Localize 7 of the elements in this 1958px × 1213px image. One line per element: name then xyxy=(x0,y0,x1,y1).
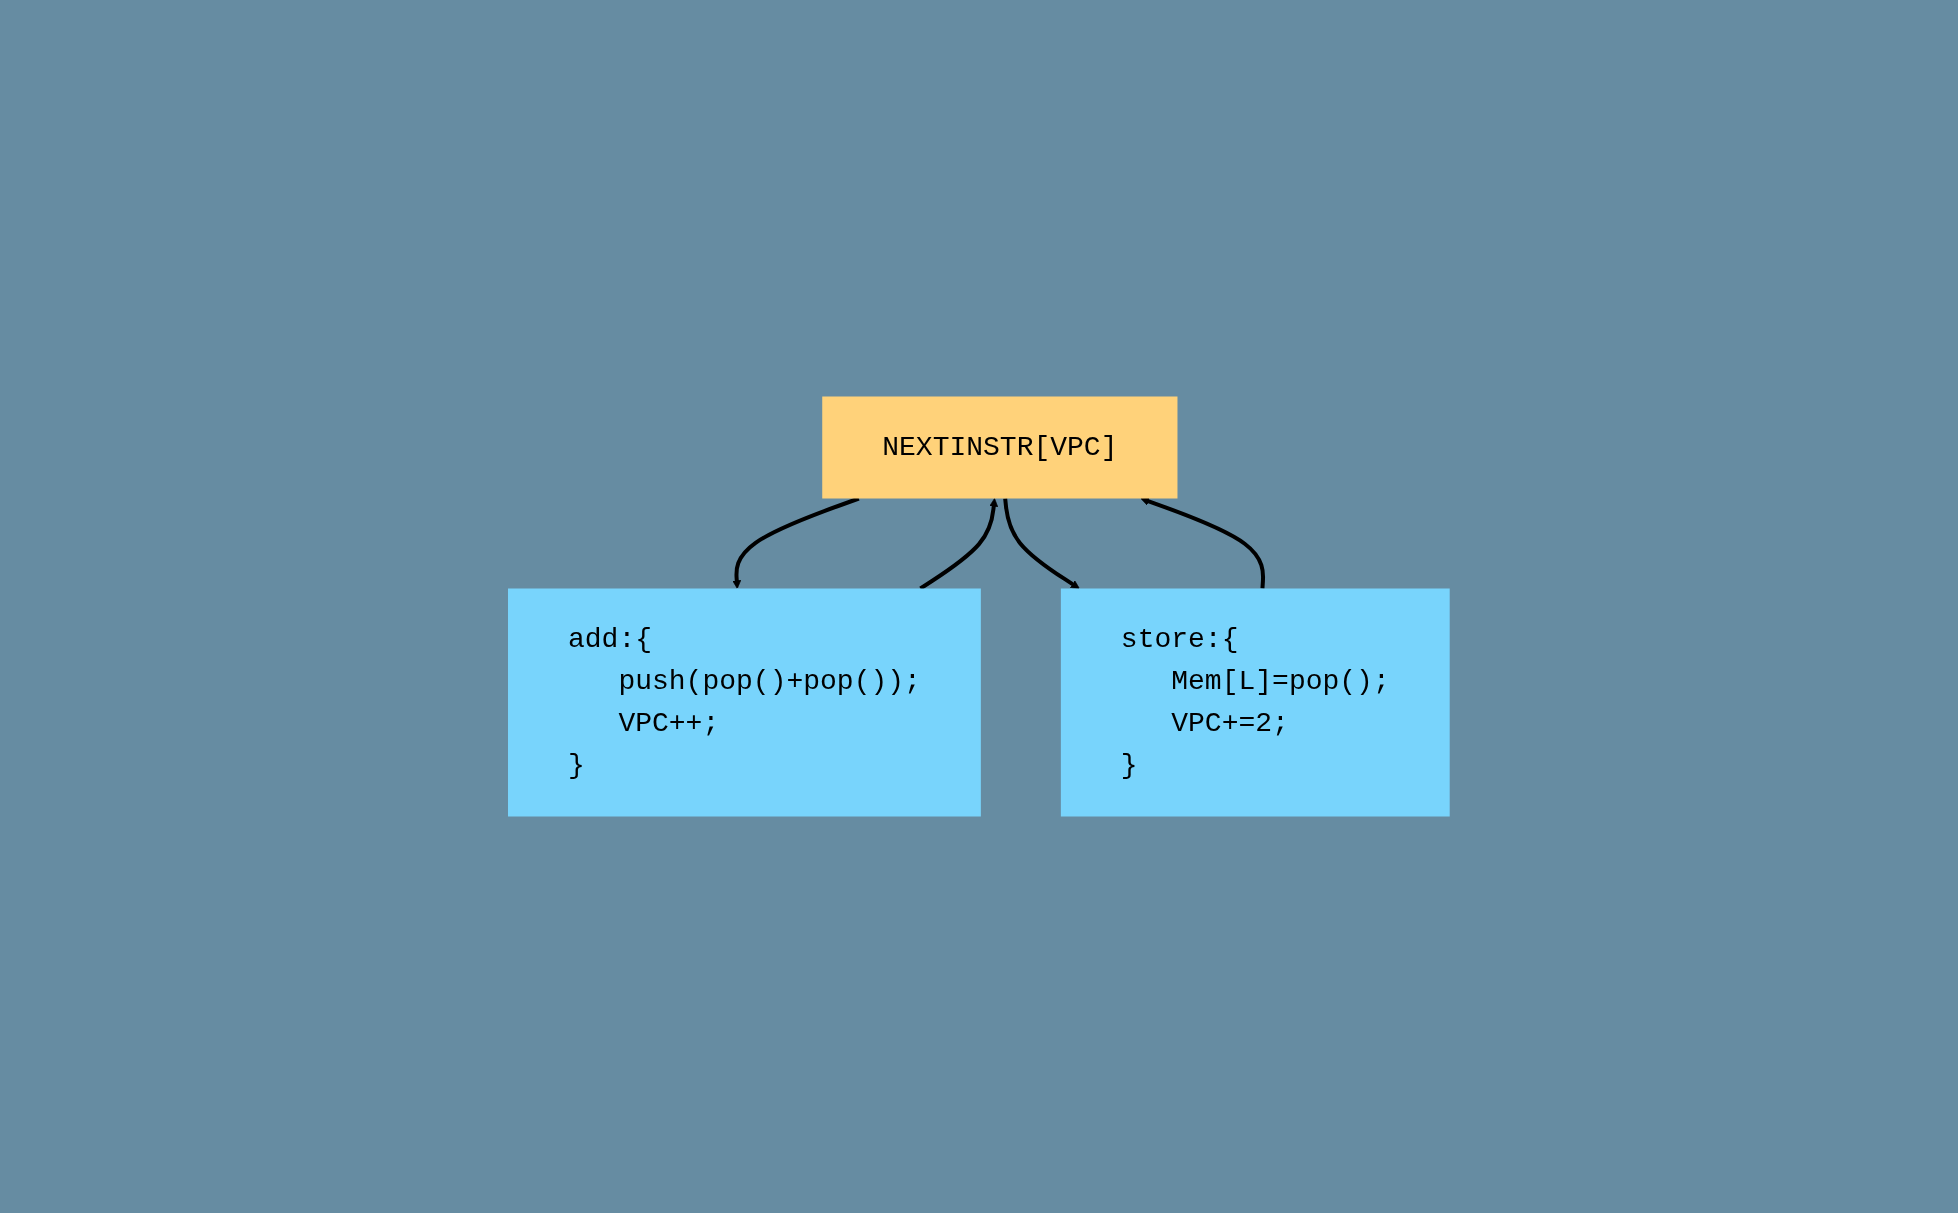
arrow xyxy=(919,498,999,591)
node-box: NEXTINSTR[VPC] xyxy=(822,396,1178,499)
arrow xyxy=(1003,498,1080,589)
node-box: add:{ push(pop()+pop()); VPC++; } xyxy=(508,588,981,817)
node-box: store:{ Mem[L]=pop(); VPC+=2; } xyxy=(1061,588,1450,817)
arrow xyxy=(1140,497,1266,589)
arrow xyxy=(732,496,860,589)
